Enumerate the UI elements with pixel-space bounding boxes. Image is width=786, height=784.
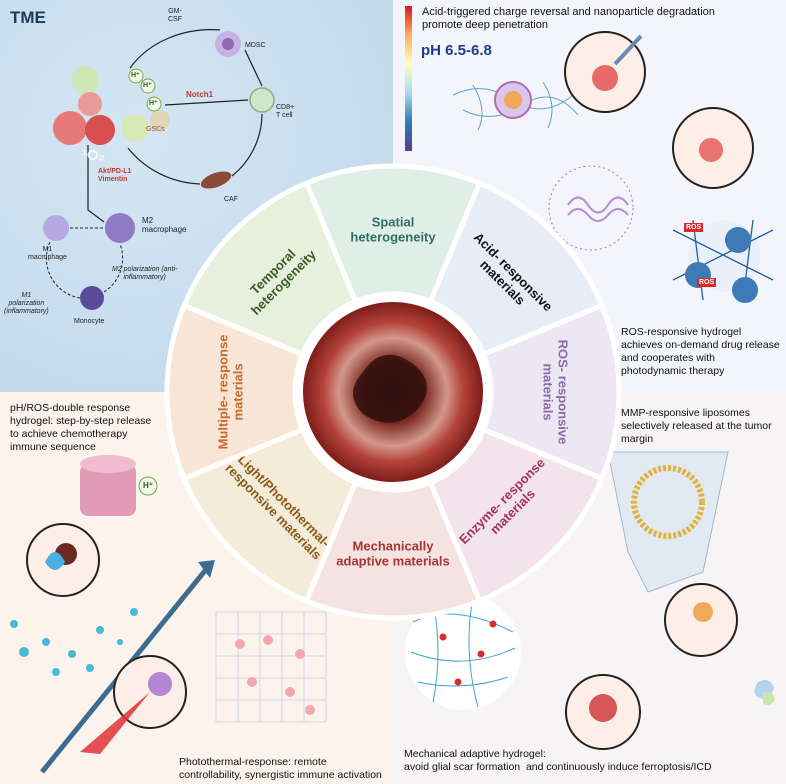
ph-colorbar: [405, 6, 412, 151]
tumor-site: [589, 694, 617, 722]
m1-cell: [43, 215, 69, 241]
syringe: [613, 34, 643, 66]
enzyme-caption: MMP-responsive liposomes selectively rel…: [621, 407, 772, 445]
m2-macrophage-label: M2 macrophage: [142, 216, 187, 234]
tumor-cell: [78, 92, 102, 116]
photothermal-caption: Photothermal-response: remote controllab…: [179, 756, 382, 781]
cell-yellow: [150, 110, 170, 130]
caf-label: CAF: [224, 196, 238, 203]
ros-particle: [725, 227, 751, 253]
tumor-site: [148, 672, 172, 696]
h-plus-label: H⁺: [149, 100, 158, 107]
liposome: [631, 465, 705, 539]
m2-cell: [105, 213, 135, 243]
drug-dot: [489, 620, 497, 628]
blue-particles: [10, 608, 138, 676]
mechanical-caption: Mechanical adaptive hydrogel: avoid glia…: [404, 748, 712, 773]
photothermal-grid: [215, 611, 327, 723]
purple-particles: [548, 165, 634, 251]
acid-caption: Acid-triggered charge reversal and nanop…: [422, 6, 715, 31]
m1-macrophage-label: M1 macrophage: [28, 246, 67, 261]
m2-polarization-label: M2 polarization (anti- inflammatory): [112, 266, 178, 281]
gm-csf-label: GM- CSF: [168, 8, 182, 23]
hydrogel-top: [80, 455, 136, 473]
singlet-oxygen-label: ¹O₂: [82, 147, 106, 164]
hydrogel-cylinder: [80, 464, 136, 516]
bottom-left-illustration: [10, 455, 327, 774]
cd8-label: CD8+ T cell: [276, 104, 295, 119]
cycle-arrow: [129, 29, 221, 69]
tumor-cell: [85, 115, 115, 145]
inhibit-arrow: [244, 49, 263, 87]
h-plus-label: H⁺: [143, 481, 153, 490]
sector-label: Multiple- responsematerials: [216, 335, 246, 450]
laser-beam: [80, 692, 150, 754]
cycle-arrow: [127, 147, 201, 185]
akt-arrow: [87, 145, 105, 223]
sector-label: ROS- responsivematerials: [541, 340, 571, 445]
acid-illustration: [452, 31, 774, 303]
cell-green: [71, 66, 99, 94]
h-plus-label: H⁺: [131, 72, 140, 79]
notch1-label: Notch1: [186, 90, 214, 99]
m1-polarization-arrow: [45, 241, 81, 299]
h-plus-label: H⁺: [143, 82, 152, 89]
drug-dot: [477, 650, 485, 658]
gscs-label: GSCs: [146, 126, 165, 133]
enzyme-illustration: [565, 451, 775, 750]
h-plus-tags: [128, 68, 162, 112]
progression-arrowhead: [198, 560, 215, 578]
m1-polarization-label: M1 polarization (inflammatory): [4, 292, 49, 315]
drug-dot: [439, 633, 447, 641]
tumor-site: [592, 65, 618, 91]
blob: [763, 691, 775, 706]
tumor-cell: [53, 111, 87, 145]
m2-polarization-arrow: [103, 243, 124, 293]
monocyte-label: Monocyte: [74, 318, 105, 325]
ros-tag: ROS: [684, 223, 704, 232]
tumor-site: [693, 602, 713, 622]
tme-title: TME: [10, 8, 46, 27]
caf-cell: [200, 171, 232, 189]
mdsc-nucleus: [222, 38, 234, 50]
nanoparticle-core: [504, 91, 522, 109]
monocyte-cell: [80, 286, 104, 310]
gsc-cell: [121, 114, 149, 142]
ros-tag: ROS: [697, 278, 717, 287]
ph-range-label: pH 6.5-6.8: [421, 42, 492, 59]
injected-gel: [45, 552, 65, 570]
tme-diagram: [43, 29, 275, 310]
h-plus-bubble: [138, 476, 158, 496]
drug-dot: [454, 678, 462, 686]
photothermal-dots: [235, 635, 315, 715]
multi-response-caption: pH/ROS-double response hydrogel: step-by…: [10, 402, 152, 453]
ros-caption: ROS-responsive hydrogel achieves on-dema…: [621, 326, 780, 377]
mdsc-label: MDSC: [245, 42, 266, 49]
tumor-site: [699, 138, 723, 162]
ros-particle: [732, 277, 758, 303]
akt-label: Akt/PD-L1 Vimentin: [98, 168, 132, 183]
cd8-cell: [249, 87, 275, 113]
notch-arrow: [164, 99, 249, 106]
tumor-necrotic-core: [353, 354, 427, 423]
cycle-arrow: [231, 113, 263, 177]
